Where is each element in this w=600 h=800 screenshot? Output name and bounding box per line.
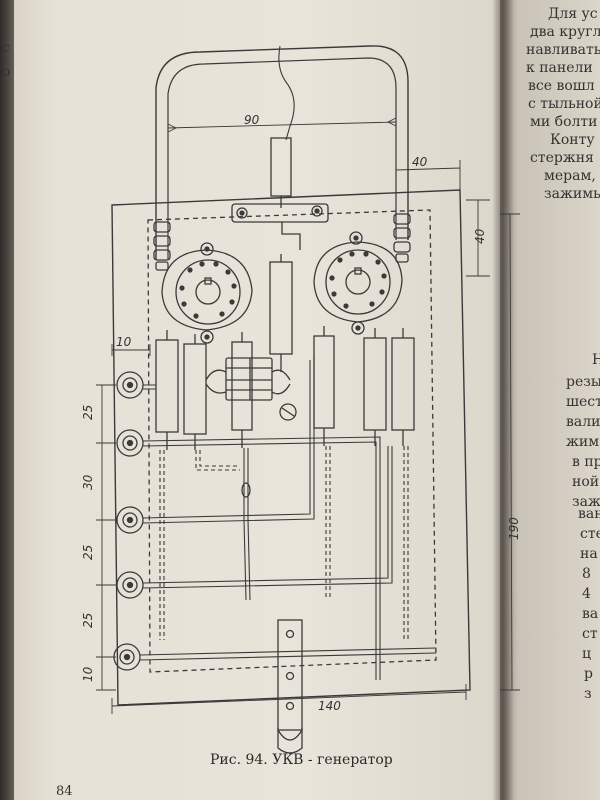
right-line-9: стержня	[530, 150, 594, 166]
top-resistor	[270, 137, 292, 197]
left-tube-socket	[161, 242, 253, 344]
mounting-strip	[231, 203, 329, 223]
right-line-26: ст	[582, 626, 598, 642]
right-line-20: ван	[578, 506, 600, 522]
dim-90: 90	[244, 113, 260, 127]
dimension-lines	[96, 117, 520, 714]
left-resistor-2	[183, 343, 207, 435]
page-number: 84	[56, 784, 73, 799]
right-line-27: ц	[582, 646, 592, 662]
right-resistor-1	[313, 335, 335, 429]
terminal-knobs	[113, 371, 144, 671]
right-line-6: с тыльной	[528, 96, 600, 112]
dim-40-top: 40	[412, 155, 428, 169]
right-line-23: 8	[582, 566, 591, 582]
center-resistor	[269, 261, 293, 355]
dim-30: 30	[81, 474, 95, 490]
wiring	[139, 356, 437, 680]
dim-190: 190	[507, 517, 521, 540]
right-line-16: жим	[566, 434, 600, 450]
right-line-19: зажи	[572, 494, 600, 510]
figure-caption: Рис. 94. УКВ - генератор	[210, 752, 393, 768]
dim-40-right: 40	[473, 228, 487, 244]
chassis-outline	[147, 209, 437, 673]
panel-board	[111, 189, 471, 706]
right-line-28: р	[584, 666, 593, 682]
right-tube-socket	[313, 231, 403, 335]
right-resistor-2	[363, 337, 387, 431]
dim-25-a: 25	[81, 405, 95, 420]
right-line-12: Н	[592, 352, 600, 368]
right-line-5: все вошл	[528, 78, 595, 94]
right-line-4: к панели	[526, 60, 593, 76]
left-loop-clamps	[153, 221, 171, 271]
dim-140: 140	[318, 699, 341, 713]
middle-left-resistor	[231, 341, 253, 431]
right-line-14: шест	[566, 394, 600, 410]
right-line-13: резы	[566, 374, 600, 390]
right-loop-clamps	[393, 213, 411, 263]
capacitor-block	[205, 357, 291, 401]
screw	[279, 403, 297, 421]
right-line-21: сте	[580, 526, 600, 542]
left-resistor-1	[155, 339, 179, 433]
output-connector	[277, 619, 303, 754]
right-line-1: Для ус	[548, 6, 598, 22]
loop-frame-inner	[167, 57, 397, 260]
right-line-2: два кругл	[530, 24, 600, 40]
left-page-char-2: о	[2, 64, 11, 80]
book-gutter-shadow	[492, 0, 514, 800]
right-line-24: 4	[582, 586, 591, 602]
left-page-char-1: с	[2, 40, 10, 56]
right-line-29: з	[584, 686, 592, 702]
right-line-17: в пр	[572, 454, 600, 470]
right-line-8: Конту	[550, 132, 595, 148]
right-line-11: зажимы.	[544, 186, 600, 202]
right-resistor-3	[391, 337, 415, 431]
dim-25-b: 25	[81, 545, 95, 560]
right-line-15: вали	[566, 414, 600, 430]
right-line-10: мерам,	[544, 168, 596, 184]
coupling-wire	[278, 45, 295, 141]
right-line-7: ми болти	[530, 114, 598, 130]
right-page: Для ус два кругл навливать к панели все …	[500, 0, 600, 800]
book-left-edge	[0, 0, 16, 800]
dim-10-bottom: 10	[81, 666, 95, 682]
right-line-22: на	[580, 546, 598, 562]
right-line-25: ва	[582, 606, 599, 622]
dim-25-c: 25	[81, 613, 95, 628]
dim-10-top: 10	[116, 335, 132, 349]
right-line-18: ной	[572, 474, 600, 490]
loop-frame-outer	[155, 45, 409, 260]
right-line-3: навливать	[526, 42, 600, 58]
